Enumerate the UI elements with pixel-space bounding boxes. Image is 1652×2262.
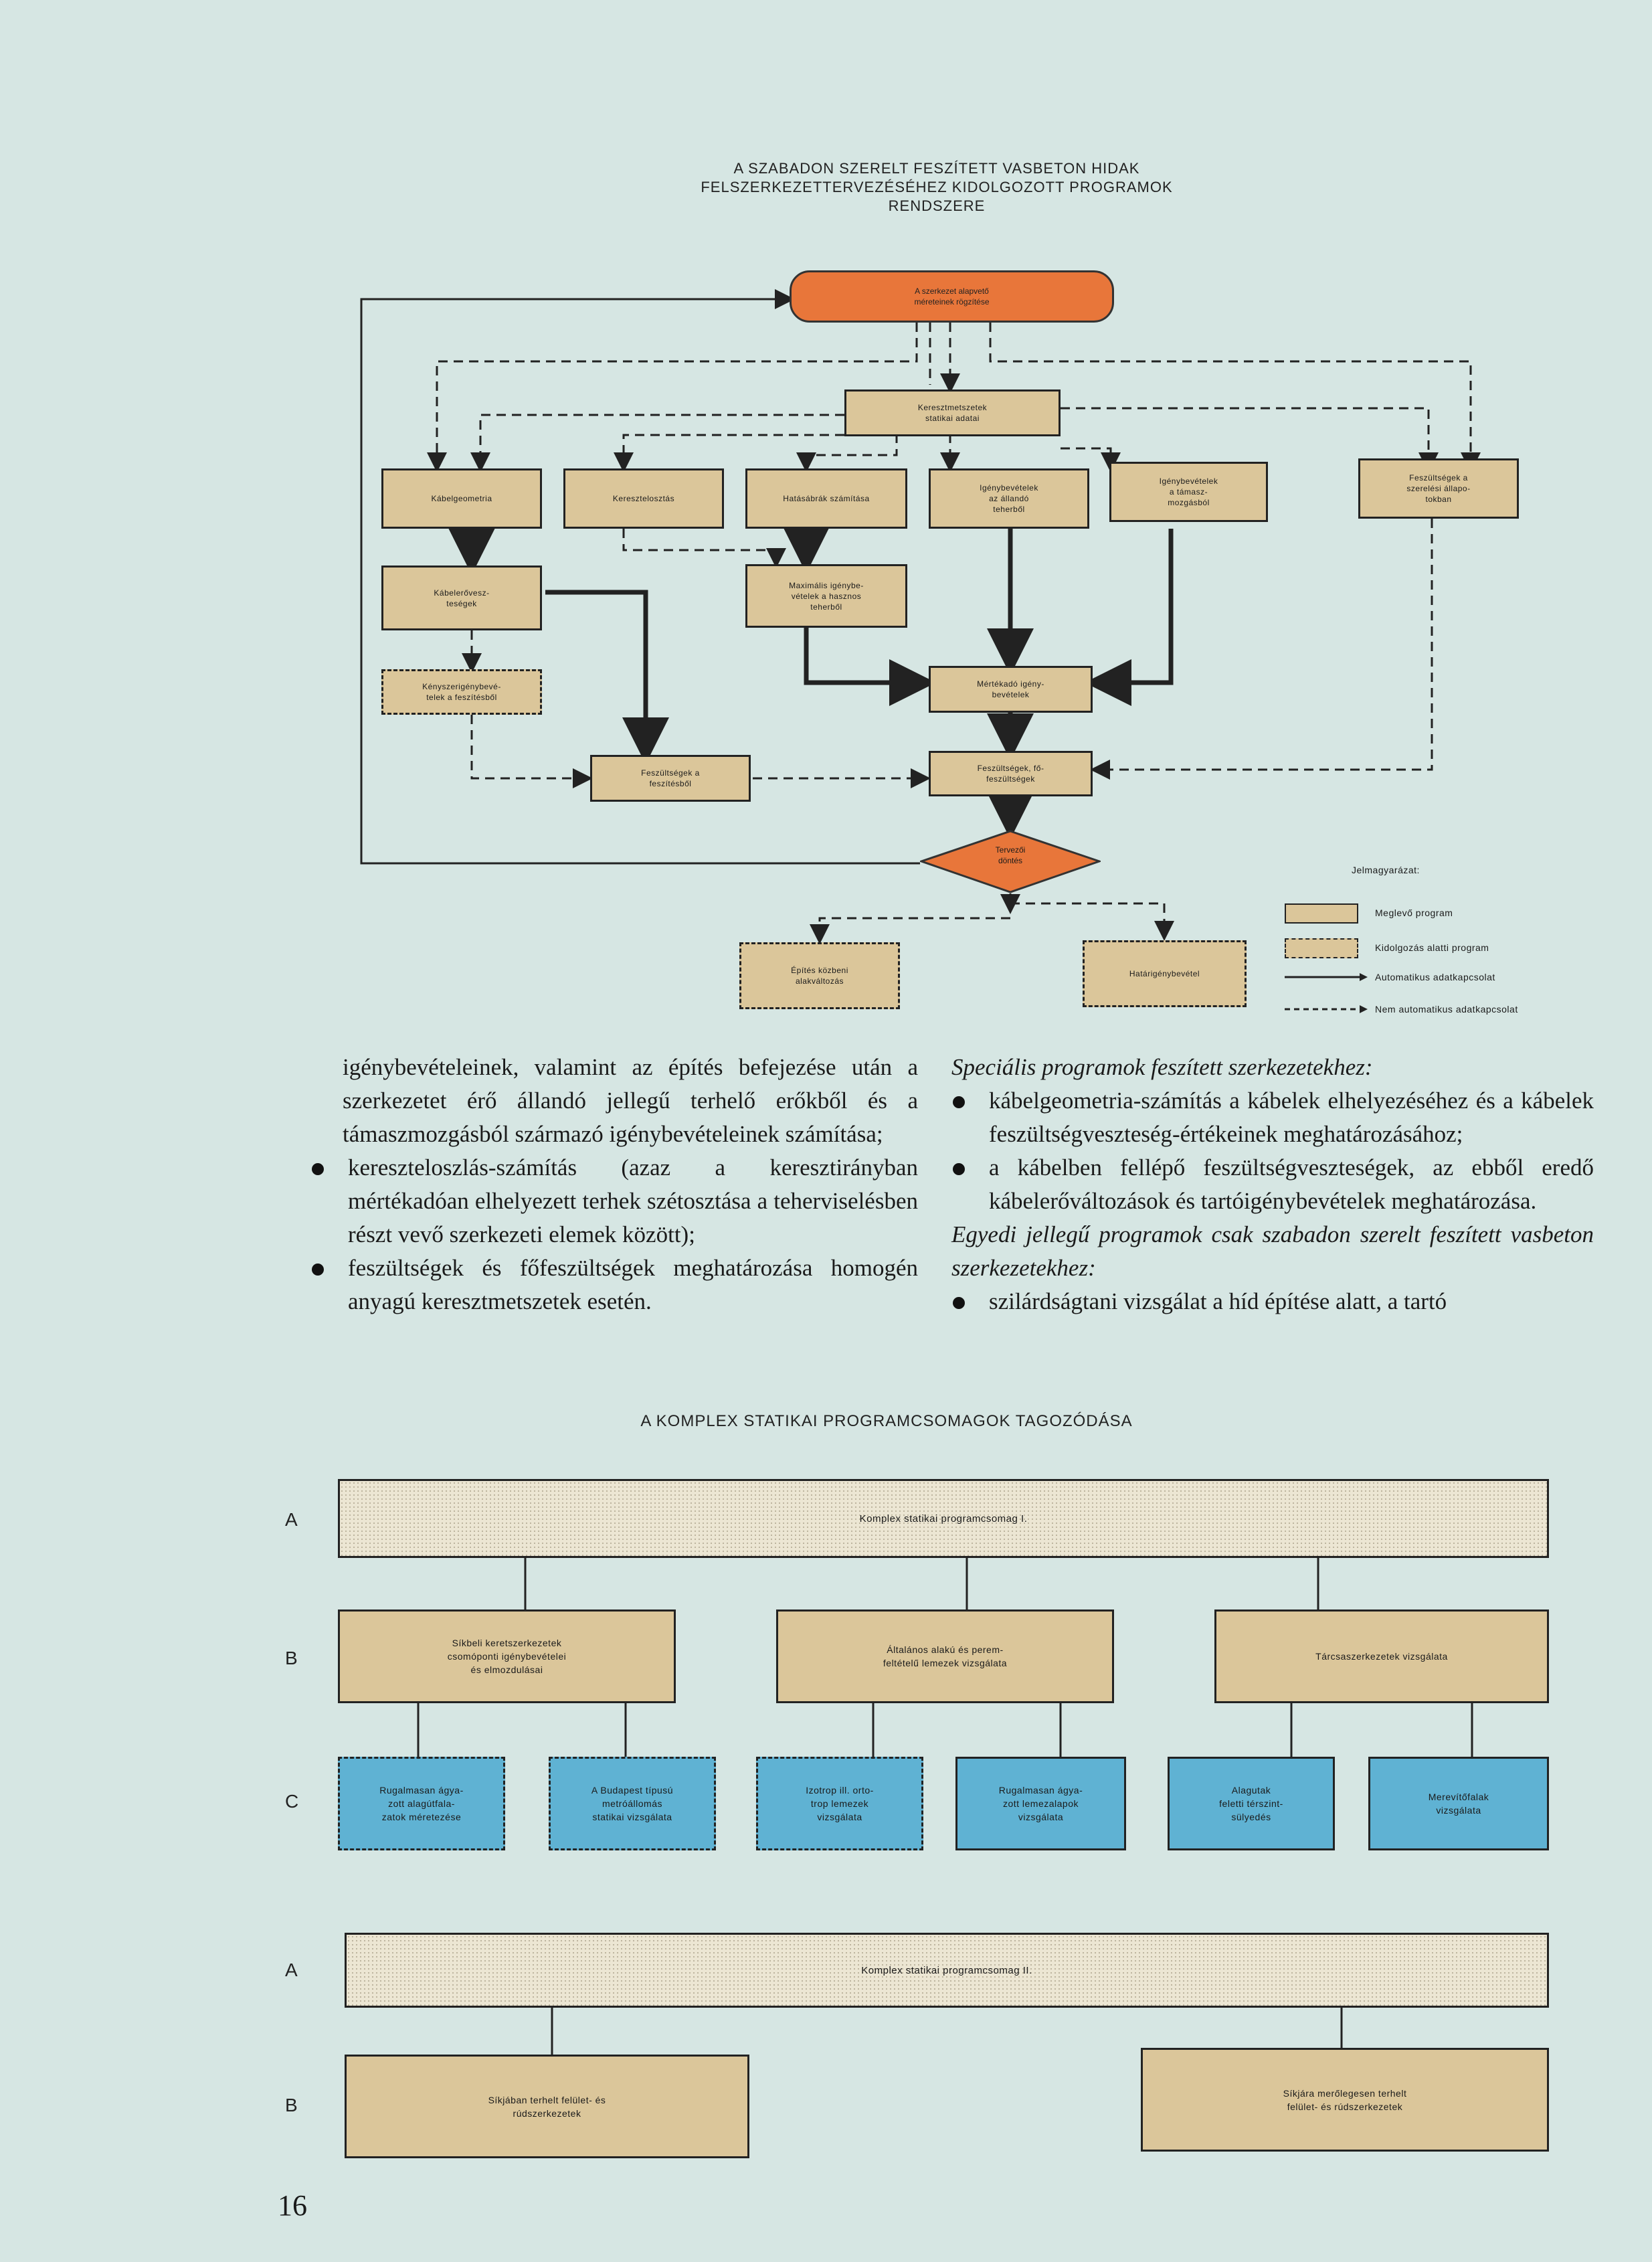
erection-stresses-box: Feszültségek a szerelési állapo- tokban [1358, 458, 1519, 519]
legend-existing-swatch [1285, 903, 1358, 924]
legend-auto-arrow [1285, 973, 1368, 981]
legend-title: Jelmagyarázat: [1352, 865, 1420, 875]
legend-manual-label: Nem automatikus adatkapcsolat [1375, 1004, 1518, 1015]
package-1-b-walls: Tárcsaszerkezetek vizsgálata [1214, 1610, 1549, 1703]
start-node: A szerkezet alapvető méreteinek rögzítés… [790, 270, 1114, 323]
bottom-chart-connectors [417, 1558, 1473, 2055]
principal-stresses-box: Feszültségek, fő- feszültségek [929, 751, 1093, 796]
package-1-b-plates: Általános alakú és perem- feltételű leme… [776, 1610, 1114, 1703]
package-2-b-out-of-plane: Síkjára merőlegesen terhelt felület- és … [1141, 2048, 1549, 2152]
flowchart-connectors [360, 289, 1481, 944]
legend-in-development-swatch [1285, 938, 1358, 958]
prestress-stresses-box: Feszültségek a feszítésből [590, 755, 751, 802]
right-bullet-1: kábelgeometria-számítás a kábelek elhely… [951, 1084, 1594, 1151]
construction-deformation-box: Építés közbeni alakváltozás [739, 942, 900, 1009]
row-label-a1: A [285, 1509, 298, 1530]
package-1-c-tunnel-walls: Rugalmasan ágya- zott alagútfala- zatok … [338, 1757, 505, 1850]
transverse-distribution-box: Keresztelosztás [563, 468, 724, 529]
package-1-c-elastic-foundations: Rugalmasan ágya- zott lemezalapok vizsgá… [955, 1757, 1126, 1850]
package-1-c-shear-walls: Merevítőfalak vizsgálata [1368, 1757, 1549, 1850]
designer-decision-diamond [920, 830, 1101, 893]
row-label-c1: C [285, 1791, 299, 1812]
flowchart-title: A SZABADON SZERELT FESZÍTETT VASBETON HI… [701, 160, 1173, 214]
left-column: igénybevételeinek, valamint az építés be… [312, 1051, 918, 1318]
ultimate-forces-box: Határigénybevétel [1083, 940, 1247, 1007]
package-1-c-tunnel-settlement: Alagutak feletti térszint- sülyedés [1168, 1757, 1335, 1850]
support-movement-forces-box: Igénybevételek a támasz- mozgásból [1109, 462, 1268, 522]
legend-manual-arrow [1285, 1005, 1368, 1013]
dead-load-forces-box: Igénybevételek az állandó teherből [929, 468, 1089, 529]
package-1-b-frames: Síkbeli keretszerkezetek csomóponti igén… [338, 1610, 676, 1703]
design-forces-box: Mértékadó igény- bevételek [929, 666, 1093, 713]
legend-existing-label: Meglevő program [1375, 907, 1453, 918]
package-1-band: Komplex statikai programcsomag I. [338, 1479, 1549, 1558]
row-label-b1: B [285, 1648, 298, 1668]
designer-decision-label: Tervezői döntés [995, 845, 1026, 865]
package-1-c-isotropic-plates: Izotrop ill. orto- trop lemezek vizsgála… [756, 1757, 923, 1850]
cable-force-loss-box: Kábelerővesz- teségek [381, 566, 542, 630]
package-2-band: Komplex statikai programcsomag II. [345, 1933, 1549, 2008]
left-bullet-2: feszültségek és főfeszültségek meghatáro… [310, 1251, 918, 1318]
right-heading-1: Speciális programok feszített szerkezete… [951, 1054, 1373, 1080]
right-column: Speciális programok feszített szerkezete… [951, 1051, 1594, 1318]
bottom-chart-title: A KOMPLEX STATIKAI PROGRAMCSOMAGOK TAGOZ… [640, 1412, 1133, 1430]
legend-auto-label: Automatikus adatkapcsolat [1375, 972, 1495, 982]
left-bullet-1: kereszteloszlás-számítás (azaz a kereszt… [310, 1151, 918, 1251]
left-intro-paragraph: igénybevételeinek, valamint az építés be… [343, 1054, 918, 1147]
package-1-c-metro-station: A Budapest típusú metróállomás statikai … [549, 1757, 716, 1850]
page-number: 16 [278, 2189, 307, 2222]
influence-lines-box: Hatásábrák számítása [745, 468, 907, 529]
cable-geometry-box: Kábelgeometria [381, 468, 542, 529]
max-live-load-box: Maximális igénybe- vételek a hasznos teh… [745, 564, 907, 628]
right-bullet-3: szilárdságtani vizsgálat a híd építése a… [951, 1285, 1594, 1318]
prestress-constraint-forces-box: Kényszerigénybevé- telek a feszítésből [381, 669, 542, 715]
right-bullet-2: a kábelben fellépő feszültségveszteségek… [951, 1151, 1594, 1218]
right-heading-2: Egyedi jellegű programok csak szabadon s… [951, 1221, 1594, 1281]
row-label-b2: B [285, 2095, 298, 2115]
legend: Jelmagyarázat: Meglevő program Kidolgozá… [1278, 863, 1579, 1031]
cross-section-box: Keresztmetszetek statikai adatai [844, 389, 1061, 436]
legend-in-development-label: Kidolgozás alatti program [1375, 942, 1489, 953]
package-2-b-in-plane: Síkjában terhelt felület- és rúdszerkeze… [345, 2055, 749, 2158]
row-label-a2: A [285, 1960, 298, 1980]
